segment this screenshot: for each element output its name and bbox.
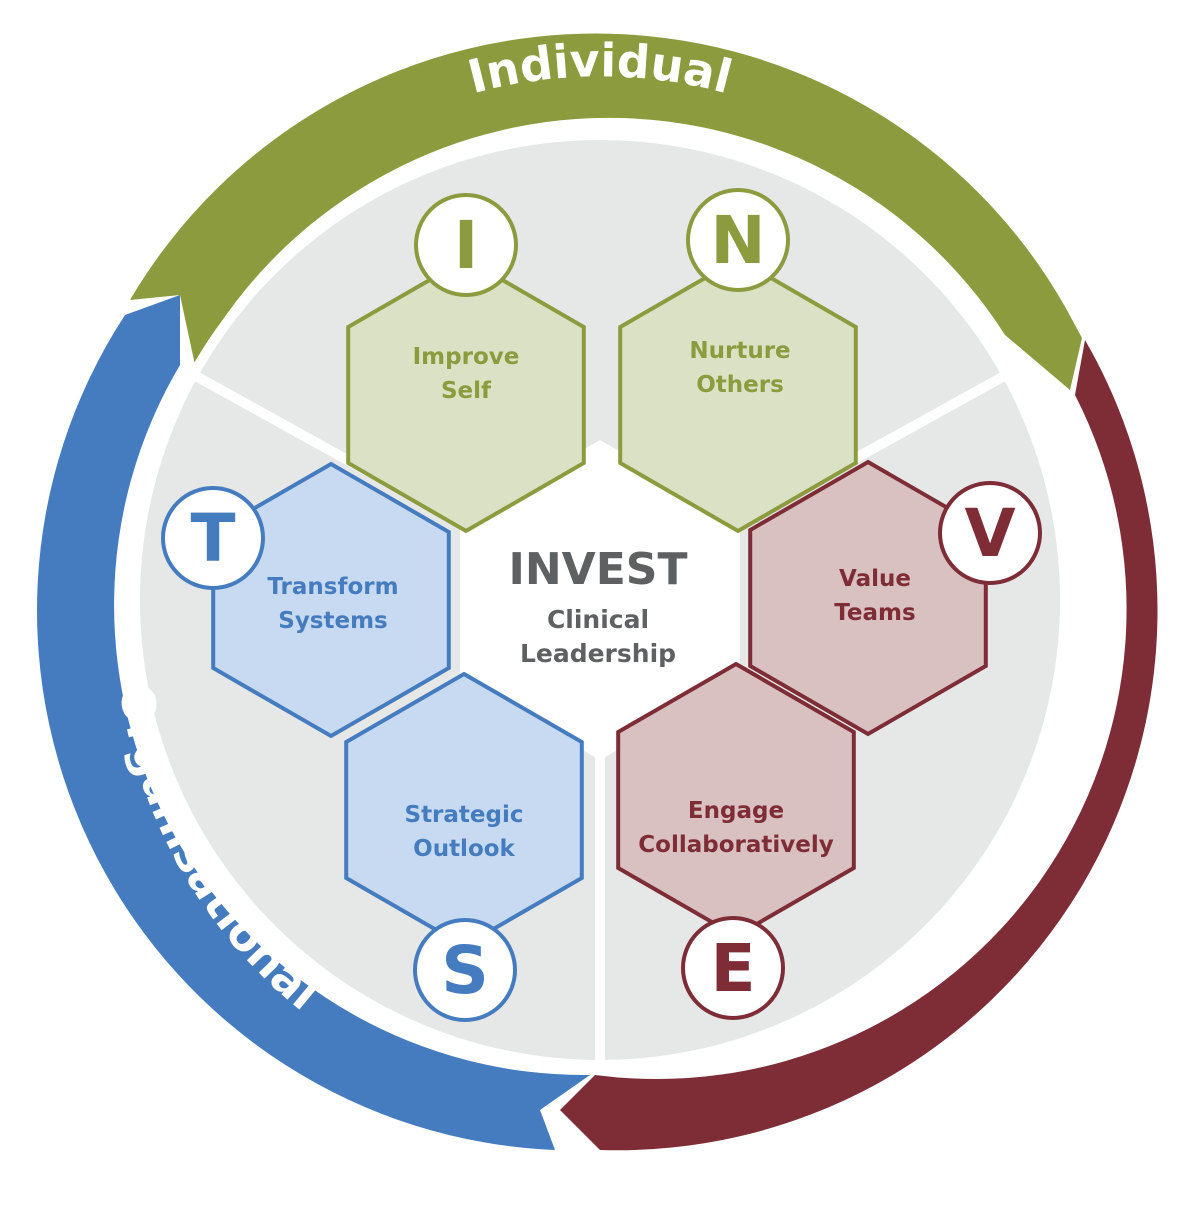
center-subtitle-line1: Clinical (547, 605, 649, 634)
pillar-label-line2-t: Systems (278, 608, 388, 634)
pillar-label-line1-n: Nurture (689, 338, 790, 364)
letter-badge-s (413, 918, 517, 1022)
letter-e: E (710, 930, 755, 1007)
pillar-label-line1-i: Improve (413, 344, 520, 370)
center-subtitle-line2: Leadership (520, 639, 676, 668)
pillar-hexagon-i (346, 256, 586, 534)
letter-badge-n (686, 188, 790, 292)
pillar-label-line2-v: Teams (834, 600, 915, 626)
letter-badge-e (681, 916, 785, 1020)
individual-arc (130, 33, 1082, 390)
pillar-label-line1-t: Transform (267, 574, 398, 600)
organisational-arc (37, 295, 590, 1150)
pillar-label-line2-i: Self (441, 378, 492, 404)
letter-i: I (454, 207, 479, 284)
pillar-label-line1-e: Engage (688, 798, 784, 824)
pillar-label-line2-s: Outlook (413, 836, 515, 862)
letter-t: T (190, 500, 235, 577)
center-hexagon (460, 440, 740, 760)
center-title: INVEST (508, 544, 687, 595)
letter-badge-t (161, 486, 265, 590)
letter-n: N (710, 202, 765, 279)
letter-badge-i (414, 193, 518, 297)
pillar-hexagon-n (618, 256, 858, 534)
collective-arc (560, 340, 1158, 1151)
pillar-label-line1-s: Strategic (405, 802, 524, 828)
letter-s: S (441, 932, 489, 1009)
pillar-label-line1-v: Value (839, 566, 911, 592)
letter-v: V (964, 495, 1015, 572)
pillar-label-line2-e: Collaboratively (638, 832, 833, 858)
pillar-label-line2-n: Others (696, 372, 784, 398)
letter-badge-v (938, 481, 1042, 585)
